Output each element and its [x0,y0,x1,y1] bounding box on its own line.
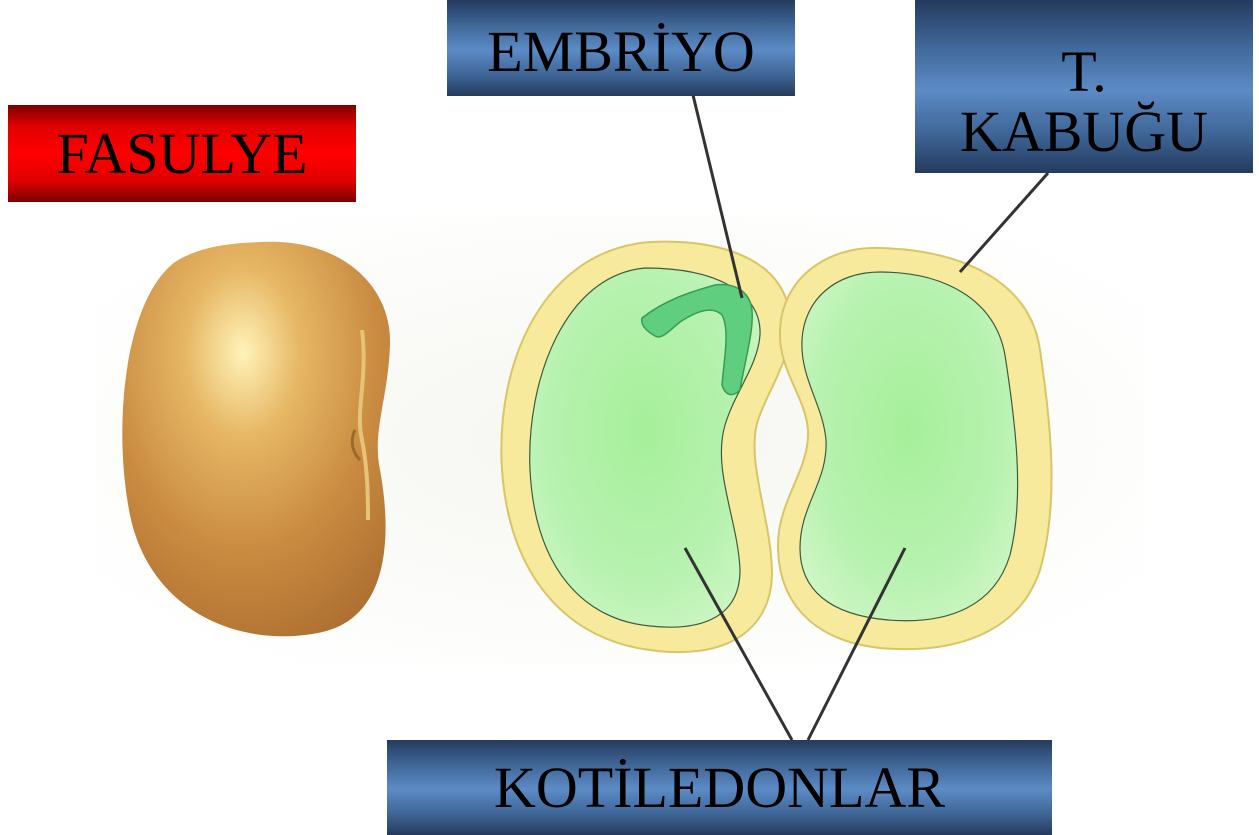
left-cotyledon-half [501,242,790,653]
kotiledonlar-label-text: KOTİLEDONLAR [494,758,945,817]
embriyo-label-text: EMBRİYO [487,22,754,81]
tohum-kabugu-label: T. KABUĞU [915,0,1253,173]
kotiledonlar-label: KOTİLEDONLAR [387,740,1052,835]
tohum-kabugu-label-line1: T. [1061,42,1107,101]
fasulye-label: FASULYE [8,105,356,202]
embriyo-label: EMBRİYO [447,0,795,96]
tohum-kabugu-label-line2: KABUĞU [960,102,1208,161]
whole-bean [122,242,390,637]
fasulye-label-text: FASULYE [57,124,308,183]
right-cotyledon-half [778,248,1052,649]
